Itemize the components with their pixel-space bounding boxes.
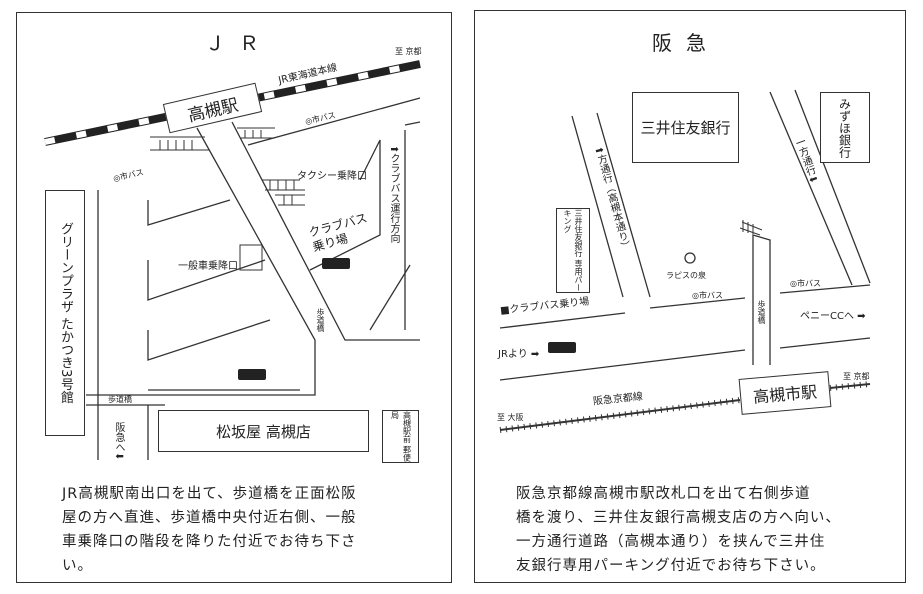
general-car-label: 一般車乗降口 bbox=[178, 261, 238, 272]
footbridge-label: 歩道橋 bbox=[757, 300, 766, 324]
post-office-building: 高槻駅前 郵便局 bbox=[382, 410, 419, 463]
from-jr-label: JRより ➡ bbox=[498, 349, 540, 360]
directions-line: 屋の方へ直進、歩道橋中央付近右側、一般 bbox=[62, 510, 357, 526]
taxi-label: タクシー乗降口 bbox=[297, 171, 367, 182]
club-bus-direction: ⬆クラブバス運行方向 bbox=[388, 145, 399, 244]
station-name: 高槻市駅 bbox=[752, 382, 818, 407]
matsuzakaya-building: 松坂屋 高槻店 bbox=[158, 410, 369, 452]
smbc-label: 三井住友銀行 bbox=[640, 119, 731, 137]
directions-line: 阪急京都線高槻市駅改札口を出て右側歩道 bbox=[516, 486, 811, 502]
parking-area: 三井住友銀行 専用パーキング bbox=[556, 208, 590, 293]
jr-directions: JR高槻駅南出口を出て、歩道橋を正面松阪 屋の方へ直進、歩道橋中央付近右側、一般… bbox=[62, 482, 357, 578]
to-kyoto-label: 至 京都 bbox=[395, 47, 422, 56]
jr-map-panel bbox=[16, 12, 452, 583]
directions-line: い。 bbox=[62, 558, 93, 574]
bus-icon bbox=[238, 258, 576, 380]
city-bus-stop: ◎市バス bbox=[790, 279, 821, 288]
directions-line: 友銀行専用パーキング付近でお待ち下さい。 bbox=[516, 558, 826, 574]
penny-cc-label: ペニーCCへ ➡ bbox=[800, 311, 866, 322]
post-office-label: 高槻駅前 郵便局 bbox=[390, 411, 412, 462]
parking-label: 三井住友銀行 専用パーキング bbox=[563, 209, 583, 292]
footbridge-label: 歩道橋 bbox=[316, 308, 325, 332]
directions-line: 橋を渡り、三井住友銀行高槻支店の方へ向い、 bbox=[516, 510, 841, 526]
green-plaza-building: グリーンプラザ たかつき3号館 bbox=[45, 190, 85, 436]
green-plaza-label: グリーンプラザ たかつき3号館 bbox=[58, 222, 73, 404]
smbc-building: 三井住友銀行 bbox=[632, 92, 739, 163]
directions-line: 車乗降口の階段を降りた付近でお待ち下さ bbox=[62, 534, 357, 550]
hankyu-map-panel bbox=[474, 10, 906, 583]
hankyu-directions: 阪急京都線高槻市駅改札口を出て右側歩道 橋を渡り、三井住友銀行高槻支店の方へ向い… bbox=[516, 482, 841, 578]
hankyu-title: 阪急 bbox=[652, 31, 720, 55]
to-kyoto-label: 至 京都 bbox=[843, 372, 870, 381]
mizuho-label: みずほ銀行 bbox=[837, 97, 852, 158]
matsuzakaya-label: 松坂屋 高槻店 bbox=[216, 422, 311, 441]
lapis-fountain-label: ラピスの泉 bbox=[666, 271, 706, 280]
city-bus-stop: ◎市バス bbox=[692, 291, 723, 300]
footbridge-label: 歩道橋 bbox=[108, 395, 132, 404]
jr-title: ＪＲ bbox=[205, 31, 273, 55]
directions-line: JR高槻駅南出口を出て、歩道橋を正面松阪 bbox=[62, 486, 357, 502]
to-osaka-label: 至 大阪 bbox=[497, 413, 524, 422]
to-hankyu-label: 阪急へ⬇ bbox=[113, 422, 124, 461]
directions-line: 一方通行道路（高槻本通り）を挟んで三井住 bbox=[516, 534, 826, 550]
mizuho-building: みずほ銀行 bbox=[820, 92, 870, 163]
